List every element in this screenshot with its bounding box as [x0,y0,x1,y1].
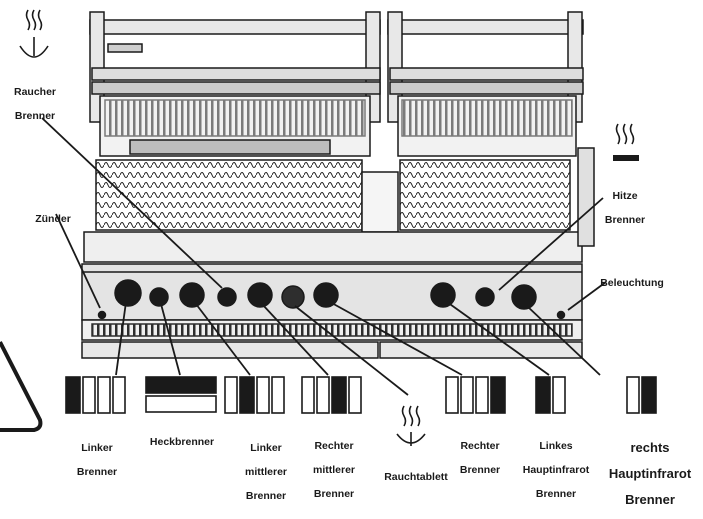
knob-rechter-brenner [313,282,339,308]
knob-linker-mittlerer [179,282,205,308]
burner-position-icon [224,376,285,414]
grill-illustration [81,11,595,359]
label-beleuchtung: Beleuchtung [592,265,672,301]
label-linker-mittlerer-brenner: Linker mittlerer Brenner [238,430,294,514]
label-line: Heckbrenner [149,436,215,448]
label-linker-brenner: Linker Brenner [72,430,122,490]
control-knobs [97,279,566,320]
label-line: Beleuchtung [600,277,664,289]
label-line: mittlerer [244,466,287,478]
label-line: Brenner [459,464,501,476]
label-line: rechts [630,440,670,455]
grill-diagram [0,9,657,446]
knob-rechts-infrarot [511,284,537,310]
igniter-button [97,310,107,320]
label-line: Brenner [625,492,675,507]
warning-triangle-fragment [0,341,43,432]
label-rechter-mittlerer-brenner: Rechter mittlerer Brenner [306,428,362,512]
knob-hitze [475,287,495,307]
label-linkes-hauptinfrarot-brenner: Linkes Hauptinfrarot Brenner [518,428,594,512]
smoke-burner-icon [19,9,49,58]
burner-position-icon [626,376,657,414]
burner-position-icon [535,376,566,414]
label-line: Linker [81,442,113,454]
label-line: Brenner [313,488,355,500]
knob-linkes-infrarot [430,282,456,308]
burner-position-icon [145,376,217,413]
label-line: Rechter [460,440,500,452]
label-line: Brenner [14,110,56,122]
burner-position-icon [65,376,126,414]
burner-position-icon [301,376,362,414]
knob-rauchtablett [281,285,305,309]
smoke-tray-icon [396,405,426,446]
label-hitze-brenner: Hitze Brenner [600,178,650,238]
knob-rechter-mittlerer [247,282,273,308]
label-line: Brenner [535,488,577,500]
label-line: Linkes [539,440,573,452]
burner-position-icon [445,376,506,414]
label-raucher-brenner: Raucher Brenner [10,74,60,134]
label-line: Linker [250,442,282,454]
heat-burner-icon [613,123,639,161]
light-button [556,310,566,320]
label-rechter-brenner: Rechter Brenner [452,428,508,488]
label-line: Brenner [604,214,646,226]
label-line: mittlerer [312,464,355,476]
label-line: Brenner [76,466,118,478]
knob-raucher [217,287,237,307]
label-line: Raucher [13,86,56,98]
label-line: Rauchtablett [384,471,448,483]
label-rauchtablett: Rauchtablett [378,459,454,495]
label-heckbrenner: Heckbrenner [140,424,224,460]
label-zuender: Zünder [28,201,78,237]
label-line: Hauptinfrarot [522,464,590,476]
burner-position-icons [65,376,657,414]
leader-lines [41,117,607,396]
label-line: Zünder [35,213,71,225]
label-line: Hitze [612,190,638,202]
label-line: Brenner [245,490,287,502]
knob-linker-brenner [114,279,142,307]
label-line: Rechter [314,440,354,452]
knob-heckbrenner [149,287,169,307]
